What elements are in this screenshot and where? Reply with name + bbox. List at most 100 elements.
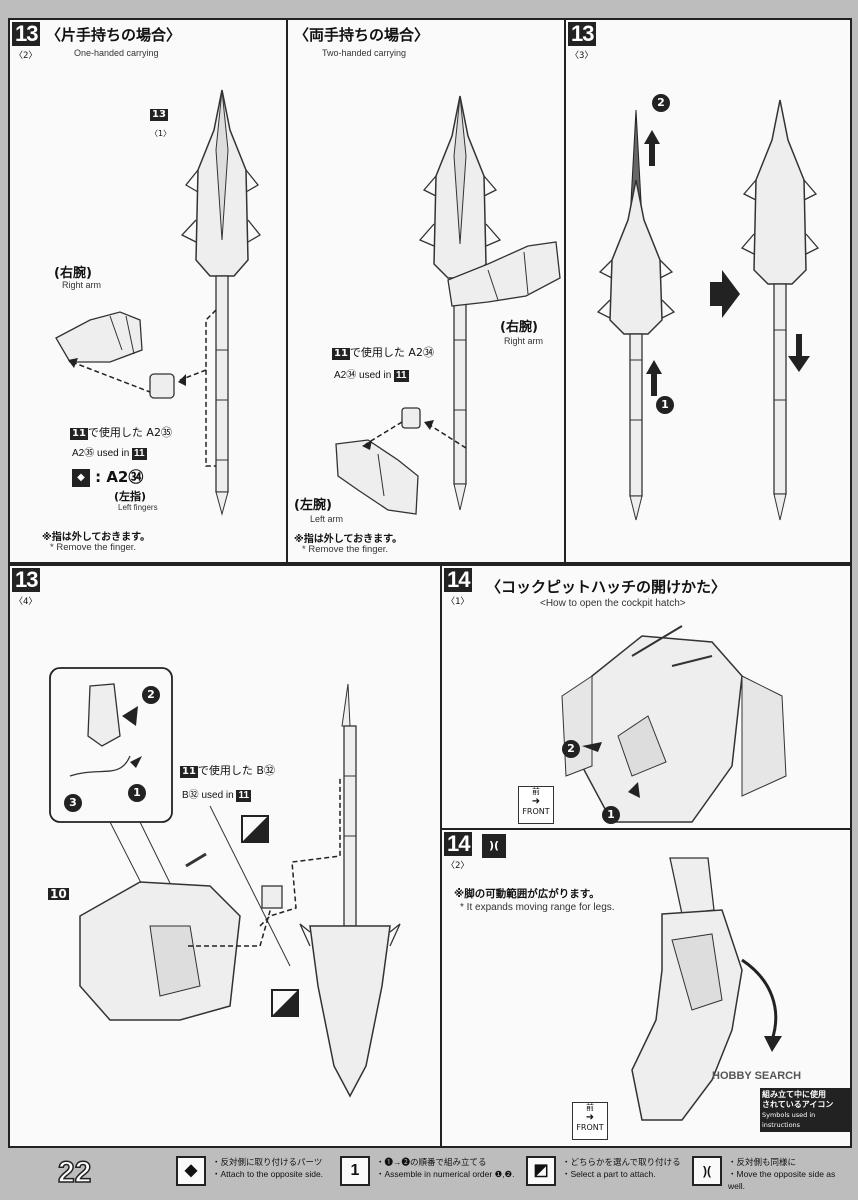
arrow-step-1-badge: 1 <box>656 396 674 414</box>
legend-jp: ・❶→❷の順番で組み立てる <box>376 1157 487 1167</box>
legend-en: ・Select a part to attach. <box>562 1169 656 1179</box>
inset-arrow-2: 2 <box>142 686 160 704</box>
step-number: 13 <box>568 22 597 46</box>
symbols-header-jp-1: 組み立て中に使用 <box>762 1090 826 1099</box>
front-indicator: 前 ➜ FRONT <box>518 786 554 824</box>
legend-en: ・Move the opposite side as well. <box>728 1169 836 1191</box>
move-opposite-icon: )( <box>482 834 506 858</box>
used-step-number: 11 <box>180 766 198 778</box>
used-part-text-jp: で使用した A2㉟ <box>87 426 172 439</box>
step-number: 14 <box>444 568 473 592</box>
section-subtitle: Two-handed carrying <box>322 48 407 58</box>
section-title: 〈片手持ちの場合〉 <box>46 26 182 44</box>
front-label-en: FRONT <box>576 1123 604 1132</box>
left-fingers-label: (左指) <box>114 490 147 503</box>
used-step-number-en: 11 <box>132 448 147 460</box>
backpack-mount-illustration <box>49 667 401 1098</box>
front-label-en: FRONT <box>522 807 550 816</box>
front-label-jp: 前 <box>586 1103 594 1112</box>
right-arm-label-en: Right arm <box>62 280 102 290</box>
left-fingers-label-en: Left fingers <box>118 503 158 512</box>
symbols-header-en: Symbols used in instructions <box>762 1111 816 1129</box>
substep-label: 〈4〉 <box>14 597 38 607</box>
panel-13-2-one-handed: 13 〈2〉 〈片手持ちの場合〉 One-handed carrying 13 … <box>8 18 288 564</box>
cockpit-hatch-illustration <box>561 625 787 823</box>
attach-opposite-icon: ◆ <box>72 468 90 487</box>
note-en: * Remove the finger. <box>50 542 137 553</box>
hatch-arrow-1: 1 <box>602 806 620 824</box>
legend-jp: ・反対側も同様に <box>728 1157 797 1167</box>
note-jp: ※指は外しておきます。 <box>294 534 403 545</box>
front-arrow-icon: ➜ <box>531 796 541 807</box>
leg-range-illustration <box>631 857 782 1121</box>
attach-opposite-icon: ◆ <box>176 1156 206 1186</box>
panel-14-2: 14 〈2〉 )( ※脚の可動範囲が広がります。 * It expands mo… <box>440 828 852 1148</box>
right-arm-label: (右腕) <box>500 320 538 335</box>
reference-step-number: 10 <box>48 887 69 901</box>
page-number: 22 <box>57 1155 92 1190</box>
front-label-jp: 前 <box>532 787 540 796</box>
mace-extend-illustration <box>596 99 820 521</box>
section-subtitle: One-handed carrying <box>74 48 159 58</box>
symbols-header-jp-2: されているアイコン <box>762 1100 834 1109</box>
watermark: HOBBY SEARCH <box>712 1070 802 1082</box>
step-number: 13 <box>12 568 41 592</box>
legend-jp: ・反対側に取り付けるパーツ <box>212 1157 323 1167</box>
section-title: 〈コックピットハッチの開けかた〉 <box>486 578 727 596</box>
right-arm-label: (右腕) <box>54 266 92 281</box>
section-title: 〈両手持ちの場合〉 <box>294 26 430 44</box>
symbols-legend-header: 組み立て中に使用 されているアイコン Symbols used in instr… <box>760 1088 850 1132</box>
left-arm-label: (左腕) <box>294 498 332 513</box>
front-indicator: 前 ➜ FRONT <box>572 1102 608 1140</box>
used-part-note-en: A2㉞ used in 11 <box>334 366 409 382</box>
substep-label: 〈2〉 <box>446 861 470 871</box>
legend-jp: ・どちらかを選んで取り付ける <box>562 1157 681 1167</box>
note-en: * Remove the finger. <box>302 544 389 555</box>
mace-weapon-illustration <box>55 89 261 516</box>
used-step-number-en: 11 <box>236 790 252 802</box>
used-part-text-en: A2㉞ used in <box>334 370 392 381</box>
used-step-number: 11 <box>332 348 350 360</box>
legend-select-part: ◩ ・どちらかを選んで取り付ける・Select a part to attach… <box>526 1154 686 1192</box>
note-jp: ※指は外しておきます。 <box>42 532 151 543</box>
used-part-note-en: B㉜ used in 11 <box>182 786 252 802</box>
note-en: * It expands moving range for legs. <box>460 902 615 913</box>
legend-move-opposite: )( ・反対側も同様に・Move the opposite side as we… <box>692 1154 854 1192</box>
substep-label: 〈3〉 <box>570 51 594 61</box>
step-number: 13 <box>12 22 41 46</box>
panel-13-3: 13 〈3〉 2 1 <box>564 18 852 564</box>
legend-en: ・Assemble in numerical order ❶,❷. <box>376 1169 515 1179</box>
front-arrow-icon: ➜ <box>585 1112 595 1123</box>
section-subtitle: <How to open the cockpit hatch> <box>540 598 686 609</box>
used-part-text-en: B㉜ used in <box>182 790 234 801</box>
legend-attach-opposite: ◆ ・反対側に取り付けるパーツ・Attach to the opposite s… <box>176 1154 336 1192</box>
legend-numerical-order: 1 ・❶→❷の順番で組み立てる・Assemble in numerical or… <box>340 1154 518 1192</box>
mace-two-handed-illustration <box>335 95 561 515</box>
panel-14-1: 14 〈1〉 〈コックピットハッチの開けかた〉 <How to open the… <box>440 564 852 830</box>
right-arm-label-en: Right arm <box>504 336 544 346</box>
alt-part-code: : A2㉞ <box>95 468 144 486</box>
alternate-part: ◆ : A2㉞ <box>72 466 143 487</box>
part-step-ref: 13 〈1〉 <box>150 102 171 140</box>
inset-arrow-1: 1 <box>128 784 146 802</box>
footer-legend: 22 ◆ ・反対側に取り付けるパーツ・Attach to the opposit… <box>0 1148 858 1200</box>
step-number: 14 <box>444 832 473 856</box>
arrow-step-2-badge: 2 <box>652 94 670 112</box>
used-step-number: 11 <box>70 428 88 440</box>
panel-13-2-two-handed: 〈両手持ちの場合〉 Two-handed carrying (右腕) Right… <box>286 18 566 564</box>
note-jp: ※脚の可動範囲が広がります。 <box>454 888 600 900</box>
left-arm-label-en: Left arm <box>310 514 344 524</box>
inset-arrow-3: 3 <box>64 794 82 812</box>
legend-en: ・Attach to the opposite side. <box>212 1169 324 1179</box>
used-part-text-en: A2㉟ used in <box>72 448 130 459</box>
used-step-number-en: 11 <box>394 370 409 382</box>
substep-label: 〈2〉 <box>14 51 38 61</box>
select-part-icon: ◩ <box>526 1156 556 1186</box>
move-opposite-icon: )( <box>692 1156 722 1186</box>
part-step-number: 13 <box>150 109 168 121</box>
used-part-text-jp: で使用した B㉜ <box>197 764 275 777</box>
hatch-arrow-2: 2 <box>562 740 580 758</box>
